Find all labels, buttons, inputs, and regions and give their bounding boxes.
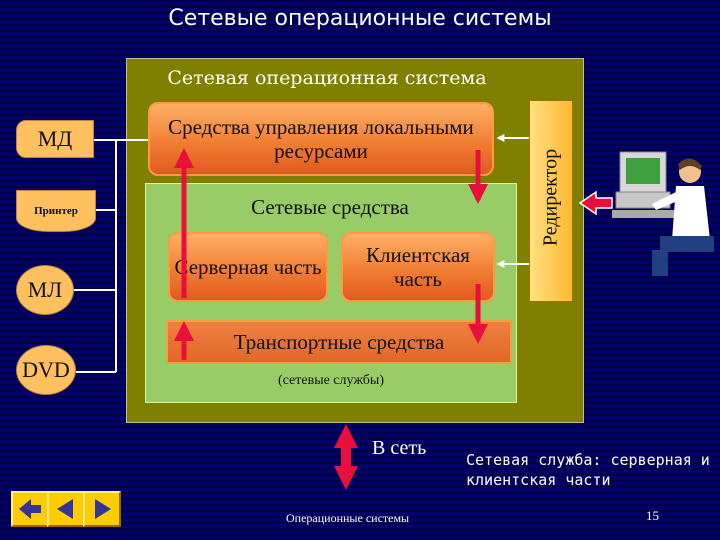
local-resources-box: Средства управления локальными ресурсами [148,102,494,176]
local-resources-label: Средства управления локальными ресурсами [168,115,474,163]
printer-device: Принтер [16,190,96,232]
transport-label: Транспортные средства [233,329,445,354]
play-backward-icon [57,499,73,519]
client-part-box: Клиентская часть [341,232,495,302]
slide-title: Сетевые операционные системы [168,6,552,31]
magnetic-tape-device: МЛ [16,265,74,315]
dvd-device: DVD [16,345,76,395]
md-label: МД [37,126,73,151]
page-number: 15 [646,508,659,523]
redirector-box: Редиректор [529,100,573,302]
panel-title: Сетевая операционная система [167,67,487,89]
ml-label: МЛ [27,277,63,302]
magnetic-disk-device: МД [16,120,94,158]
server-part-box: Серверная часть [168,232,328,302]
services-label: (сетевые службы) [277,373,385,388]
printer-label: Принтер [34,205,78,217]
back-icon [19,499,41,519]
next-slide-button[interactable] [83,491,121,527]
dvd-label: DVD [22,357,70,382]
previous-slide-button[interactable] [47,491,85,527]
to-network-label: В сеть [372,437,427,459]
slide-footer: Операционные системы [286,511,410,525]
back-button[interactable] [11,491,49,527]
network-service-note: Сетевая служба: серверная и клиентская ч… [466,451,710,489]
server-part-label: Серверная часть [174,255,322,279]
client-part-label: Клиентская часть [366,243,470,291]
network-tools-label: Сетевые средства [251,195,409,219]
transport-box: Транспортные средства [166,320,512,364]
play-forward-icon [95,499,111,519]
